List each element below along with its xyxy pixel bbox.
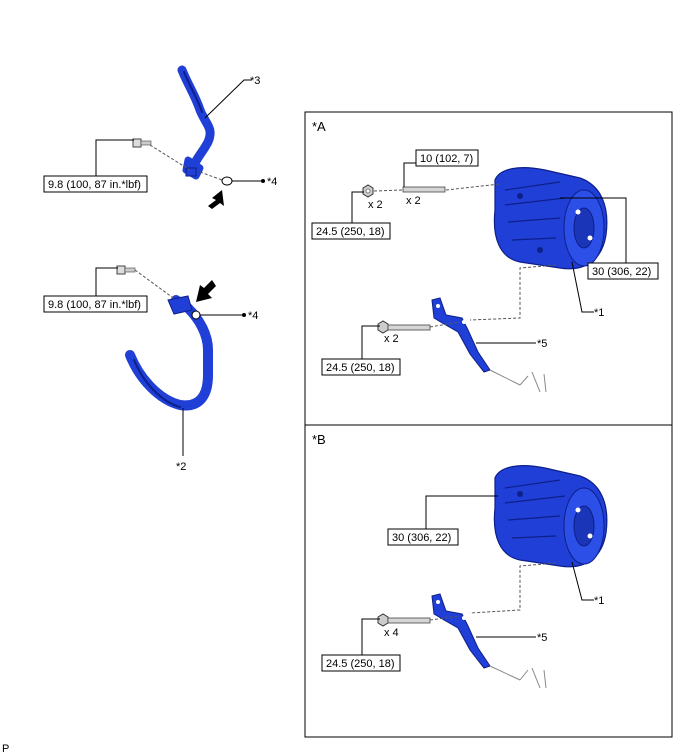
callout-4-upper: *4 xyxy=(267,176,277,188)
nut-icon xyxy=(362,184,374,198)
torque-box-a-stud xyxy=(415,149,479,167)
callout-2: *2 xyxy=(176,461,186,473)
qty-a-stud: x 2 xyxy=(406,195,421,207)
bolt-icon xyxy=(377,320,431,334)
torque-hose-lower: 9.8 (100, 87 in.*lbf) xyxy=(48,299,141,311)
stud-icon xyxy=(402,186,446,193)
o-ring-icon xyxy=(191,310,201,320)
bracket-a xyxy=(431,297,547,393)
torque-box-a-bracket xyxy=(321,358,401,376)
discharge-hose-assembly xyxy=(177,65,215,180)
bolt-icon xyxy=(132,138,152,148)
compressor-a xyxy=(493,167,608,270)
panel-b-label: *B xyxy=(312,432,326,447)
bracket-b xyxy=(431,593,547,689)
torque-b-compressor: 30 (306, 22) xyxy=(392,532,451,544)
torque-a-bracket: 24.5 (250, 18) xyxy=(326,362,395,374)
footer-code: P xyxy=(2,743,9,755)
callout-1-a: *1 xyxy=(594,307,604,319)
torque-b-bracket: 24.5 (250, 18) xyxy=(326,658,395,670)
bolt-icon xyxy=(377,613,431,627)
torque-box-a-nut xyxy=(311,222,391,240)
callout-1-b: *1 xyxy=(594,595,604,607)
torque-box-b-bracket xyxy=(321,654,401,672)
torque-box-hose-upper xyxy=(43,175,148,193)
torque-a-stud: 10 (102, 7) xyxy=(420,153,473,165)
o-ring-icon xyxy=(221,176,233,186)
arrow-icon xyxy=(208,190,224,209)
bolt-icon xyxy=(116,265,136,275)
qty-a-bracket: x 2 xyxy=(384,333,399,345)
qty-a-nut: x 2 xyxy=(368,199,383,211)
callout-5-a: *5 xyxy=(537,338,547,350)
suction-hose-assembly xyxy=(125,295,213,411)
callout-5-b: *5 xyxy=(537,632,547,644)
callout-4-mid: *4 xyxy=(248,310,258,322)
panel-a-label: *A xyxy=(312,119,326,134)
qty-b-bracket: x 4 xyxy=(384,627,399,639)
torque-box-a-compressor xyxy=(587,262,659,280)
torque-hose-upper: 9.8 (100, 87 in.*lbf) xyxy=(48,179,141,191)
panel-b-frame xyxy=(304,424,673,738)
compressor-b xyxy=(493,465,608,568)
callout-3: *3 xyxy=(250,75,260,87)
torque-a-nut: 24.5 (250, 18) xyxy=(316,226,385,238)
torque-box-b-compressor xyxy=(387,528,459,546)
torque-box-hose-lower xyxy=(43,295,148,313)
arrow-icon xyxy=(196,280,216,302)
torque-a-compressor: 30 (306, 22) xyxy=(592,266,651,278)
